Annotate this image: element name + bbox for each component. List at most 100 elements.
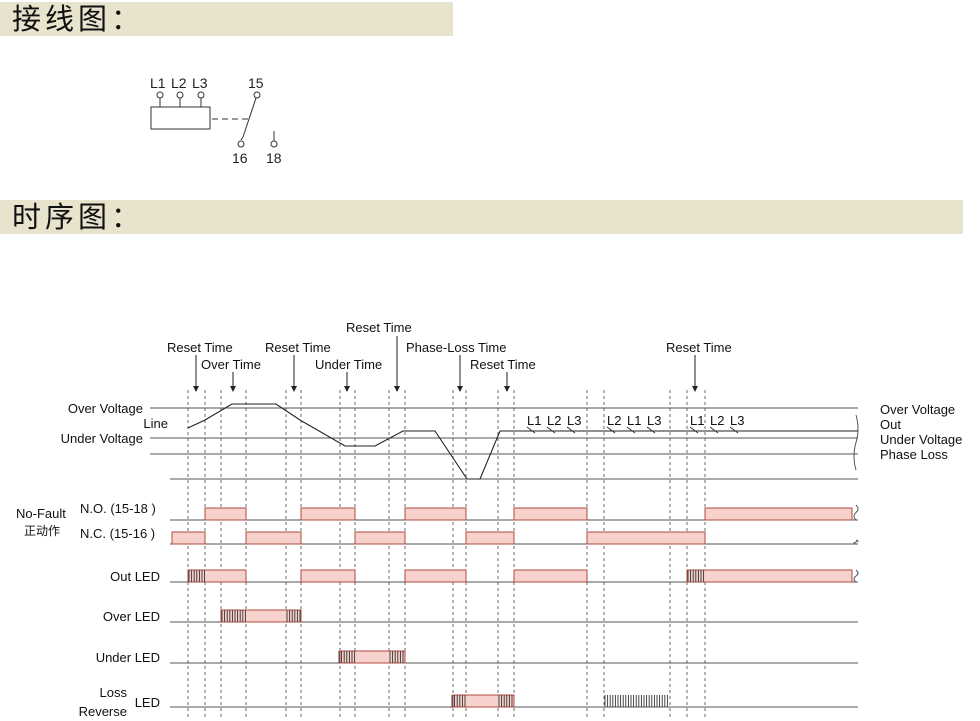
label-under-led: Under LED: [96, 650, 160, 665]
terminal-16: [237, 140, 245, 148]
phase-seq2-l1: L1: [627, 413, 641, 428]
label-reverse: Reverse: [79, 704, 127, 719]
arrow-under-head: [344, 386, 350, 392]
arrow-reset-5-head: [692, 386, 698, 392]
timing-grid: [150, 390, 859, 718]
timing-diagram-header: 时序图：: [0, 200, 963, 234]
phase-tick: [729, 426, 739, 434]
nc-contact-pulse: [245, 531, 302, 545]
wiring-diagram-title: 接线图：: [12, 2, 145, 36]
label-under-voltage-right: Under Voltage: [880, 432, 962, 447]
phase-seq2-l3: L3: [647, 413, 661, 428]
terminal-l1: [156, 91, 164, 99]
phase-tick: [689, 426, 699, 434]
break-mark: [853, 504, 859, 521]
label-loss-led: LED: [135, 695, 160, 710]
label-out-led: Out LED: [110, 569, 160, 584]
reverse-led-blink: [604, 695, 668, 707]
nc-contact-pulse: [171, 531, 206, 545]
phase-seq1-l2: L2: [547, 413, 561, 428]
label-over-voltage-right: Over Voltage: [880, 402, 955, 417]
out-led-blink: [188, 570, 206, 582]
phase-tick: [646, 426, 656, 434]
over-led-blink: [221, 610, 246, 622]
label-nc-contact: N.C. (15-16 ): [80, 526, 155, 541]
no-contact-pulse: [513, 507, 588, 521]
phase-seq3-l3: L3: [730, 413, 744, 428]
terminal-label-l1: L1: [150, 75, 166, 91]
label-over-time: Over Time: [201, 357, 261, 372]
under-led-blink: [338, 651, 356, 663]
terminal-label-l2: L2: [171, 75, 187, 91]
phase-seq1-l1: L1: [527, 413, 541, 428]
phase-tick: [606, 426, 616, 434]
arrow-phaseloss-head: [457, 386, 463, 392]
phase-seq3-l1: L1: [690, 413, 704, 428]
nc-contact-pulse: [465, 531, 515, 545]
voltage-waveform: [187, 403, 858, 480]
break-mark: [853, 539, 859, 545]
label-phase-loss-right: Phase Loss: [880, 447, 948, 462]
terminal-l2: [176, 91, 184, 99]
loss-led-blink: [451, 695, 466, 707]
nc-contact-pulse: [586, 531, 706, 545]
arrow-reset-4-head: [504, 386, 510, 392]
terminal-label-18: 18: [266, 150, 282, 166]
label-reset-time-5: Reset Time: [666, 340, 732, 355]
phase-tick: [709, 426, 719, 434]
terminal-label-l3: L3: [192, 75, 208, 91]
over-led-pulse: [220, 609, 302, 623]
label-out-right: Out: [880, 417, 901, 432]
label-over-voltage-left: Over Voltage: [68, 401, 143, 416]
wiring-diagram-header: 接线图：: [0, 2, 453, 36]
phase-tick: [546, 426, 556, 434]
out-led-blink: [687, 570, 705, 582]
relay-contact: [242, 97, 257, 138]
label-over-led: Over LED: [103, 609, 160, 624]
timing-waves: [171, 403, 858, 708]
phase-seq1-l3: L3: [567, 413, 581, 428]
label-line: Line: [143, 416, 168, 431]
terminal-l3: [197, 91, 205, 99]
nc-contact-pulse: [354, 531, 406, 545]
terminal-label-16: 16: [232, 150, 248, 166]
label-phase-loss-time: Phase-Loss Time: [406, 340, 506, 355]
break-mark: [853, 414, 859, 471]
no-contact-pulse: [204, 507, 247, 521]
over-led-blink: [286, 610, 301, 622]
label-no-fault: No-Fault: [16, 506, 66, 521]
label-reset-time-4: Reset Time: [470, 357, 536, 372]
arrow-over-head: [230, 386, 236, 392]
label-reset-time-2: Reset Time: [265, 340, 331, 355]
out-led-pulse: [187, 569, 247, 583]
no-contact-pulse: [704, 507, 853, 521]
phase-tick: [526, 426, 536, 434]
no-contact-pulse: [300, 507, 356, 521]
out-led-pulse: [513, 569, 588, 583]
label-reset-time-3: Reset Time: [346, 320, 412, 335]
under-led-pulse: [339, 650, 406, 664]
out-led-pulse: [686, 569, 853, 583]
timing-arrows: [193, 336, 698, 392]
arrow-reset-2-head: [291, 386, 297, 392]
out-led-pulse: [404, 569, 467, 583]
label-loss: Loss: [100, 685, 128, 700]
label-under-time: Under Time: [315, 357, 382, 372]
arrow-reset-3-head: [394, 386, 400, 392]
phase-tick: [626, 426, 636, 434]
label-no-contact: N.O. (15-18 ): [80, 501, 156, 516]
under-led-blink: [389, 651, 404, 663]
phase-seq2-l2: L2: [607, 413, 621, 428]
label-under-voltage-left: Under Voltage: [61, 431, 143, 446]
loss-led-blink: [498, 695, 513, 707]
label-reset-time-1: Reset Time: [167, 340, 233, 355]
arrow-reset-1-head: [193, 386, 199, 392]
terminal-15: [253, 91, 261, 99]
no-contact-pulse: [404, 507, 467, 521]
phase-tick: [566, 426, 576, 434]
label-no-fault-cn: 正动作: [24, 524, 60, 538]
phase-seq3-l2: L2: [710, 413, 724, 428]
out-led-pulse: [300, 569, 356, 583]
break-mark: [853, 569, 859, 583]
